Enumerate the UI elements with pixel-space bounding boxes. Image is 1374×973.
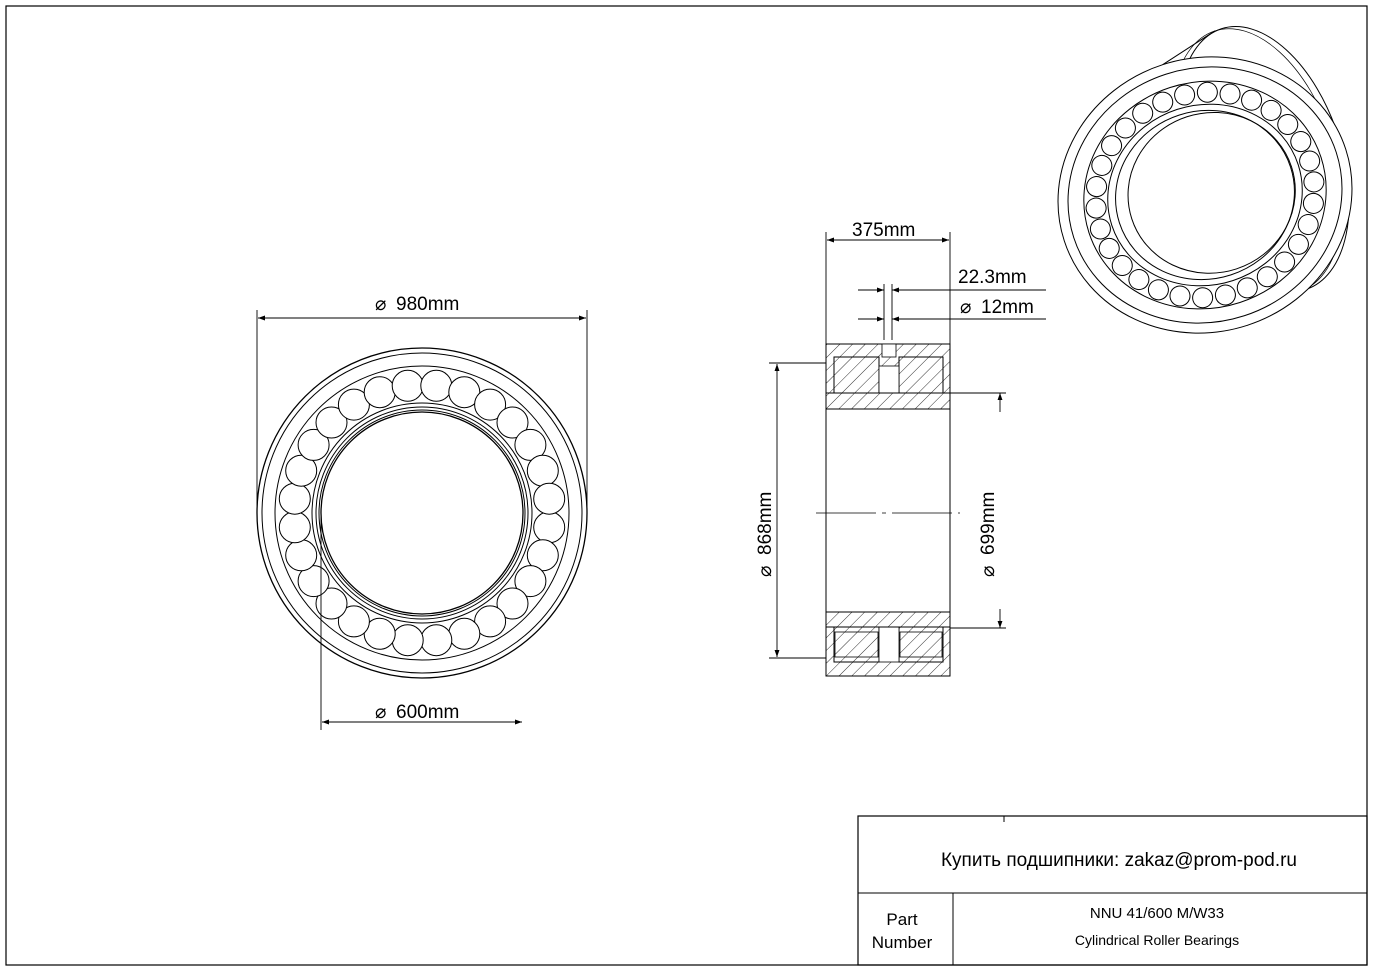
bore-section bbox=[825, 408, 951, 613]
lubrication-groove bbox=[881, 343, 897, 358]
iso-roller bbox=[1214, 284, 1236, 306]
roller bbox=[337, 388, 370, 421]
iso-roller bbox=[1274, 251, 1296, 273]
roller-top-left bbox=[833, 356, 880, 394]
roller bbox=[496, 406, 529, 439]
bore-edge bbox=[320, 411, 524, 615]
outer-raceway-label: 868mm bbox=[755, 492, 776, 555]
outer-ring-chamfer bbox=[261, 352, 583, 674]
iso-roller bbox=[1256, 266, 1278, 288]
outer-ring-outer-edge bbox=[256, 347, 588, 679]
iso-roller bbox=[1192, 287, 1214, 309]
section-view bbox=[816, 343, 960, 677]
roller bbox=[496, 587, 529, 620]
roller bbox=[297, 428, 330, 461]
iso-roller bbox=[1196, 81, 1218, 103]
shop-contact-text: Купить подшипники: zakaz@prom-pod.ru bbox=[941, 850, 1297, 871]
outer-diameter-symbol: ⌀ bbox=[375, 294, 386, 315]
iso-roller bbox=[1114, 117, 1136, 139]
iso-roller bbox=[1085, 197, 1107, 219]
roller bbox=[278, 511, 311, 544]
iso-roller bbox=[1111, 255, 1133, 277]
front-dimensions bbox=[256, 310, 588, 730]
roller bbox=[514, 565, 547, 598]
part-description: Cylindrical Roller Bearings bbox=[1075, 932, 1239, 948]
roller bbox=[420, 369, 453, 402]
roller bbox=[448, 376, 481, 409]
iso-roller bbox=[1277, 113, 1299, 135]
inner-raceway-symbol: ⌀ bbox=[978, 566, 999, 577]
iso-roller bbox=[1236, 277, 1258, 299]
iso-roller bbox=[1287, 233, 1309, 255]
inner-diameter-symbol: ⌀ bbox=[375, 702, 386, 723]
roller bbox=[391, 624, 424, 657]
iso-roller bbox=[1086, 176, 1108, 198]
roller bbox=[363, 617, 396, 650]
roller-bottom-left bbox=[833, 626, 880, 663]
iso-roller bbox=[1299, 150, 1321, 172]
iso-roller bbox=[1132, 102, 1154, 124]
part-label-line2: Number bbox=[872, 933, 933, 952]
iso-front-face bbox=[1057, 56, 1353, 334]
roller bbox=[420, 624, 453, 657]
roller bbox=[315, 587, 348, 620]
iso-roller bbox=[1174, 84, 1196, 106]
groove-width-label: 22.3mm bbox=[958, 267, 1027, 288]
outer-diameter-label: 980mm bbox=[396, 294, 459, 315]
iso-roller bbox=[1302, 192, 1324, 214]
inner-diameter-label: 600mm bbox=[396, 702, 459, 723]
part-number: NNU 41/600 M/W33 bbox=[1090, 905, 1224, 922]
iso-roller bbox=[1091, 154, 1113, 176]
iso-roller-set bbox=[1085, 81, 1325, 309]
bore-chamfer bbox=[315, 406, 529, 620]
width-label: 375mm bbox=[852, 220, 915, 241]
inner-ring-step bbox=[318, 409, 526, 617]
roller bbox=[315, 406, 348, 439]
roller bbox=[285, 454, 318, 487]
iso-roller bbox=[1303, 171, 1325, 193]
title-block bbox=[857, 815, 1368, 966]
iso-roller bbox=[1152, 91, 1174, 113]
front-view bbox=[256, 347, 588, 679]
iso-roller bbox=[1147, 279, 1169, 301]
roller bbox=[526, 454, 559, 487]
isometric-view bbox=[1057, 26, 1353, 334]
hole-diameter-label: 12mm bbox=[981, 297, 1034, 318]
iso-roller bbox=[1169, 285, 1191, 307]
inner-ring-outer-edge bbox=[311, 402, 533, 624]
roller bbox=[474, 605, 507, 638]
iso-roller bbox=[1089, 218, 1111, 240]
roller bbox=[526, 539, 559, 572]
iso-roller bbox=[1297, 214, 1319, 236]
roller bbox=[391, 369, 424, 402]
roller bbox=[514, 428, 547, 461]
roller bbox=[337, 605, 370, 638]
outer-raceway-symbol: ⌀ bbox=[755, 566, 776, 577]
iso-roller bbox=[1260, 99, 1282, 121]
iso-roller bbox=[1101, 135, 1123, 157]
section-dimensions bbox=[769, 232, 1046, 659]
roller bbox=[278, 482, 311, 515]
iso-roller bbox=[1290, 131, 1312, 153]
roller-set bbox=[278, 369, 566, 657]
roller bbox=[285, 539, 318, 572]
outer-ring-inner-edge bbox=[274, 365, 570, 661]
roller bbox=[363, 376, 396, 409]
roller bbox=[448, 617, 481, 650]
iso-roller bbox=[1128, 269, 1150, 291]
roller-top-right bbox=[898, 356, 944, 394]
roller bbox=[533, 511, 566, 544]
inner-raceway-label: 699mm bbox=[978, 492, 999, 555]
roller bbox=[533, 482, 566, 515]
roller bbox=[474, 388, 507, 421]
iso-roller bbox=[1241, 89, 1263, 111]
sheet-border bbox=[5, 5, 1368, 966]
hole-diameter-symbol: ⌀ bbox=[960, 297, 971, 318]
part-label-line1: Part bbox=[886, 910, 917, 929]
iso-roller bbox=[1098, 237, 1120, 259]
iso-roller bbox=[1219, 83, 1241, 105]
